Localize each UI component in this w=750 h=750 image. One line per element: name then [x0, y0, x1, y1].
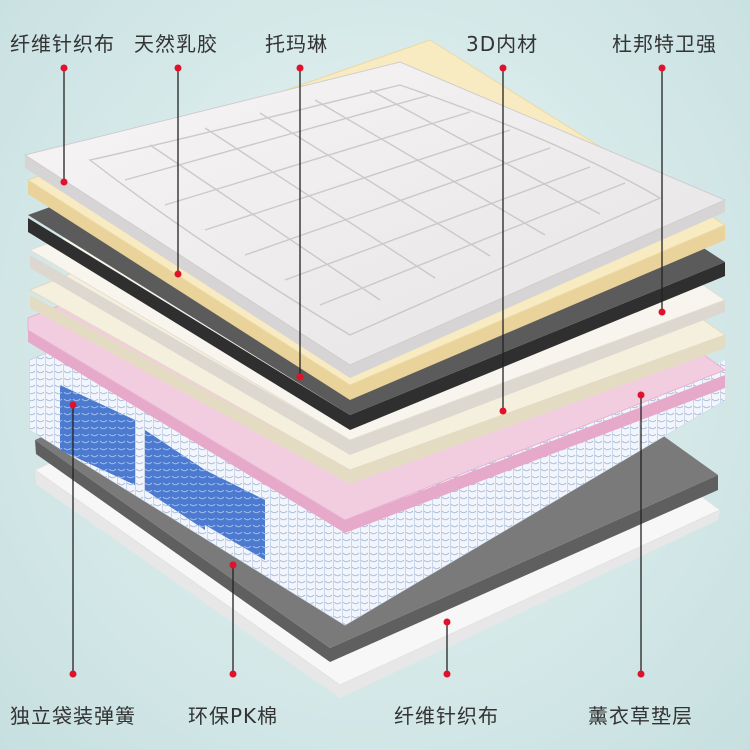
dot-tourmaline	[296, 64, 304, 72]
dot-lavender	[637, 391, 645, 399]
dot-3d-fiber	[499, 64, 507, 72]
label-latex: 天然乳胶	[134, 32, 218, 56]
dot-latex	[174, 64, 182, 72]
dot-dupont	[658, 64, 666, 72]
label-3d-fiber: 3D内材	[466, 32, 539, 56]
label-lavender: 薰衣草垫层	[588, 704, 693, 728]
label-top-knit-fabric: 纤维针织布	[10, 32, 115, 56]
dot-bottom-knit-fabric	[443, 618, 451, 626]
leader-dots	[60, 64, 666, 678]
label-pocket-springs: 独立袋装弹簧	[10, 704, 136, 728]
dot-pocket-springs	[69, 401, 77, 409]
dot-pk-cotton	[229, 561, 237, 569]
label-pk-cotton: 环保PK棉	[188, 704, 279, 728]
leader-lines	[63, 68, 663, 674]
layer-top-knit-fabric	[23, 61, 727, 378]
label-tourmaline: 托玛琳	[265, 32, 328, 56]
label-dupont: 杜邦特卫强	[612, 32, 717, 56]
label-bottom-knit-fabric: 纤维针织布	[394, 704, 499, 728]
dot-top-knit-fabric	[60, 64, 68, 72]
